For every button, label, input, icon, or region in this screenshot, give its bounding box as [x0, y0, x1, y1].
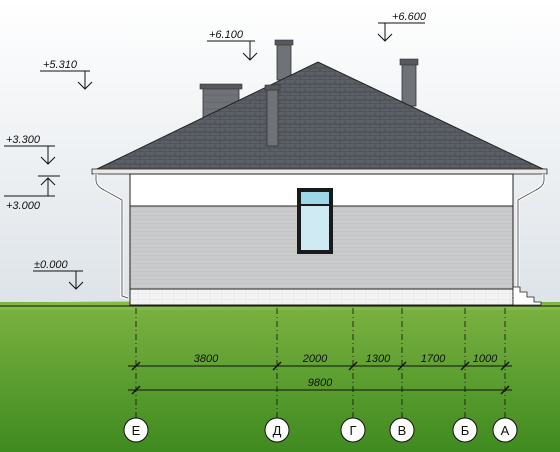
- chimney-front: [264, 84, 281, 147]
- axis-label: Д: [273, 423, 282, 438]
- dimension-label: 1700: [421, 353, 446, 365]
- axis-label: Е: [132, 423, 141, 438]
- level-mark-eave: +3.000: [4, 175, 60, 212]
- axis-label: А: [501, 423, 510, 438]
- level-label: +3.300: [6, 134, 41, 146]
- dimension-chain-segments: 3800 2000 1300 1700 1000: [128, 353, 512, 371]
- gutters: [94, 174, 546, 300]
- axis-label: Б: [461, 423, 470, 438]
- dimension-chains: 3800 2000 1300 1700 1000 9800: [128, 353, 512, 395]
- axis-label: Г: [349, 423, 356, 438]
- level-mark-chimney: +6.100: [207, 29, 258, 61]
- axis-bubble: В: [389, 417, 415, 443]
- axis-bubble: Е: [123, 417, 149, 443]
- level-mark-floor: ±0.000: [33, 259, 84, 290]
- chimney-right: [399, 58, 419, 107]
- window: [297, 188, 333, 254]
- axis-bubble: А: [492, 417, 518, 443]
- axis-lines: [135, 308, 506, 418]
- axis-bubble: Б: [452, 417, 478, 443]
- axis-label: В: [398, 423, 407, 438]
- level-label: ±0.000: [34, 259, 68, 271]
- dimension-label: 1300: [366, 353, 391, 365]
- dimension-label: 2000: [302, 353, 328, 365]
- dimension-total-label: 9800: [308, 377, 333, 389]
- level-mark-eave-top: +3.300: [4, 134, 56, 165]
- dimension-label: 3800: [194, 353, 219, 365]
- level-label: +3.000: [6, 200, 41, 212]
- level-label: +5.310: [43, 59, 78, 71]
- dimension-label: 1000: [473, 353, 498, 365]
- level-label: +6.100: [209, 29, 244, 41]
- axis-bubble: Д: [264, 417, 290, 443]
- dimension-chain-total: 9800: [128, 377, 512, 395]
- level-mark-ridge-left: +5.310: [40, 59, 93, 90]
- level-mark-ridge-right: +6.600: [377, 11, 427, 42]
- level-label: +6.600: [392, 11, 427, 23]
- chimney-ridge: [274, 39, 294, 81]
- house-walls: [129, 173, 514, 306]
- level-marks: +6.600 +6.100 +5.310 +3.300 +3.000: [4, 11, 427, 290]
- axis-bubbles: Е Д Г В Б А: [123, 417, 518, 443]
- axis-bubble: Г: [340, 417, 366, 443]
- entry-steps: [512, 286, 542, 306]
